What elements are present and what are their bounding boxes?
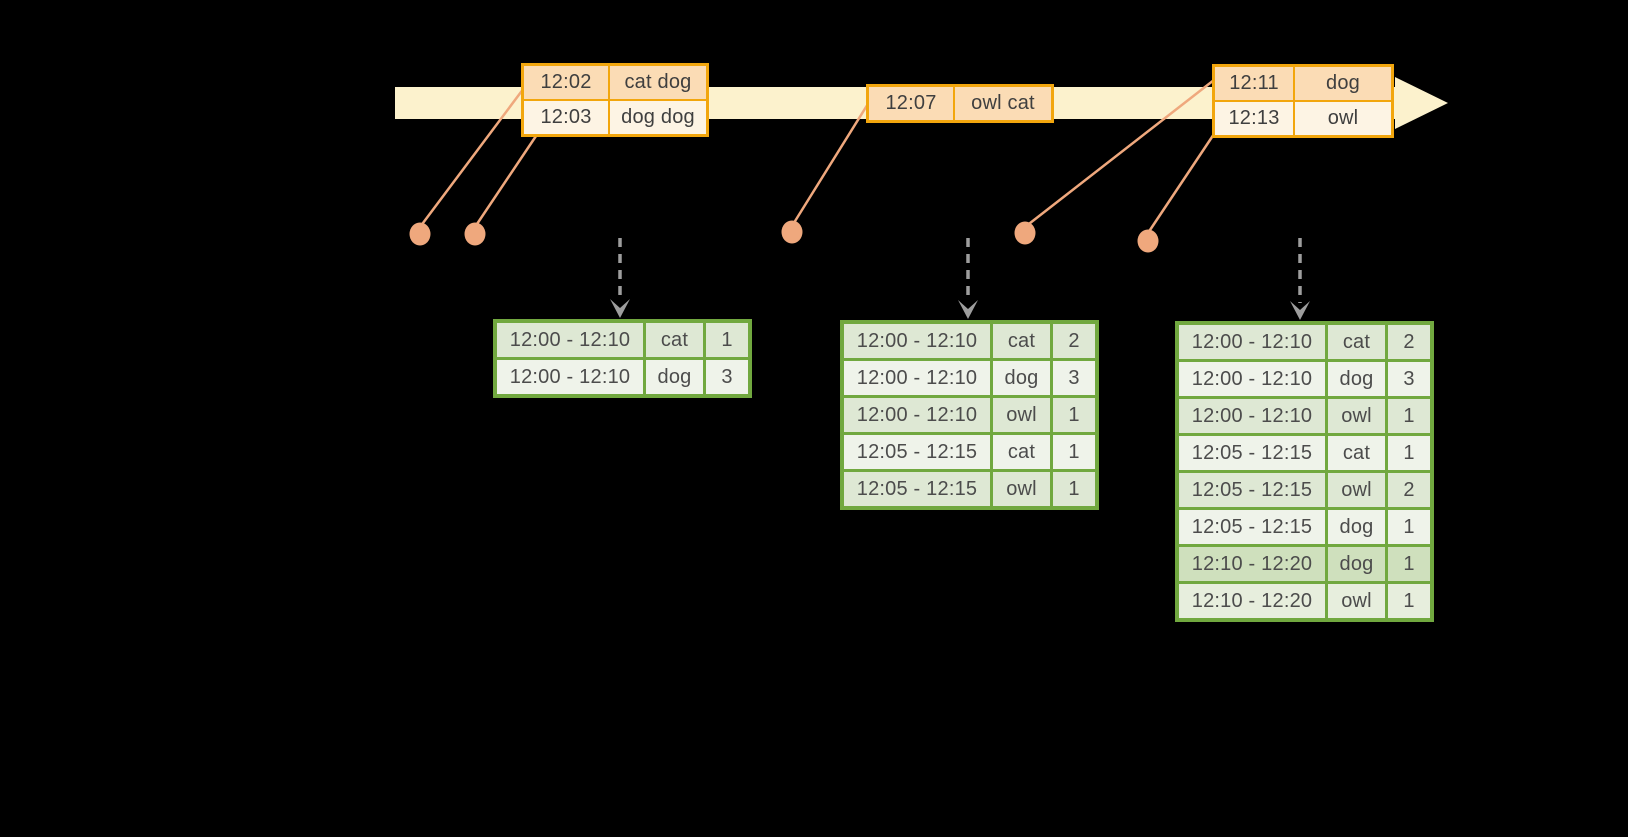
word-cell: cat bbox=[1328, 436, 1385, 470]
result-table-1: 12:00 - 12:10 cat 1 12:00 - 12:10 dog 3 bbox=[493, 319, 752, 398]
trigger-arrow-head-icon bbox=[610, 299, 630, 318]
word-cell: owl bbox=[993, 472, 1050, 506]
count-cell: 2 bbox=[1388, 325, 1430, 359]
word-cell: cat bbox=[993, 435, 1050, 469]
event-words-cell: owl bbox=[1295, 102, 1391, 135]
window-cell: 12:05 - 12:15 bbox=[1179, 510, 1325, 544]
event-dot-icon bbox=[409, 222, 431, 246]
count-cell: 1 bbox=[1388, 510, 1430, 544]
count-cell: 2 bbox=[1388, 473, 1430, 507]
window-cell: 12:00 - 12:10 bbox=[497, 323, 643, 357]
word-cell: owl bbox=[1328, 399, 1385, 433]
count-cell: 1 bbox=[1388, 399, 1430, 433]
word-cell: cat bbox=[1328, 325, 1385, 359]
window-cell: 12:00 - 12:10 bbox=[1179, 399, 1325, 433]
event-dot-icon bbox=[464, 222, 486, 246]
event-dot-icon bbox=[1137, 229, 1159, 253]
count-cell: 3 bbox=[1053, 361, 1095, 395]
input-events-table-2: 12:07 owl cat bbox=[866, 84, 1054, 123]
count-cell: 1 bbox=[1388, 436, 1430, 470]
result-table-2: 12:00 - 12:10 cat 2 12:00 - 12:10 dog 3 … bbox=[840, 320, 1099, 510]
window-cell: 12:05 - 12:15 bbox=[1179, 473, 1325, 507]
word-cell: cat bbox=[646, 323, 703, 357]
word-cell: dog bbox=[1328, 510, 1385, 544]
count-cell: 1 bbox=[1053, 435, 1095, 469]
window-cell: 12:00 - 12:10 bbox=[844, 324, 990, 358]
event-words-cell: dog dog bbox=[610, 101, 706, 134]
event-time-cell: 12:11 bbox=[1215, 67, 1293, 100]
count-cell: 1 bbox=[1053, 398, 1095, 432]
window-cell: 12:10 - 12:20 bbox=[1179, 547, 1325, 581]
event-connector-line bbox=[1023, 78, 1216, 229]
word-cell: dog bbox=[1328, 547, 1385, 581]
event-connector-line bbox=[418, 86, 526, 229]
event-dot-icon bbox=[781, 220, 803, 244]
word-cell: cat bbox=[993, 324, 1050, 358]
count-cell: 2 bbox=[1053, 324, 1095, 358]
window-cell: 12:05 - 12:15 bbox=[844, 435, 990, 469]
window-cell: 12:00 - 12:10 bbox=[844, 398, 990, 432]
window-cell: 12:10 - 12:20 bbox=[1179, 584, 1325, 618]
window-cell: 12:00 - 12:10 bbox=[1179, 325, 1325, 359]
event-connector-line bbox=[1146, 129, 1218, 235]
event-time-cell: 12:03 bbox=[524, 101, 608, 134]
window-cell: 12:05 - 12:15 bbox=[844, 472, 990, 506]
event-time-cell: 12:07 bbox=[869, 87, 953, 120]
event-time-cell: 12:13 bbox=[1215, 102, 1293, 135]
count-cell: 1 bbox=[1388, 547, 1430, 581]
event-connector-line bbox=[473, 134, 538, 229]
trigger-arrow-head-icon bbox=[1290, 301, 1310, 320]
count-cell: 1 bbox=[1053, 472, 1095, 506]
word-cell: dog bbox=[1328, 362, 1385, 396]
timeline-arrowhead-icon bbox=[1395, 77, 1448, 129]
trigger-arrow-head-icon bbox=[958, 300, 978, 319]
count-cell: 1 bbox=[706, 323, 748, 357]
count-cell: 3 bbox=[1388, 362, 1430, 396]
window-cell: 12:05 - 12:15 bbox=[1179, 436, 1325, 470]
window-cell: 12:00 - 12:10 bbox=[497, 360, 643, 394]
count-cell: 3 bbox=[706, 360, 748, 394]
event-connector-line bbox=[790, 97, 873, 228]
word-cell: owl bbox=[1328, 473, 1385, 507]
input-events-table-3: 12:11 dog 12:13 owl bbox=[1212, 64, 1394, 138]
word-cell: dog bbox=[993, 361, 1050, 395]
event-words-cell: owl cat bbox=[955, 87, 1051, 120]
result-table-3: 12:00 - 12:10 cat 2 12:00 - 12:10 dog 3 … bbox=[1175, 321, 1434, 622]
input-events-table-1: 12:02 cat dog 12:03 dog dog bbox=[521, 63, 709, 137]
window-cell: 12:00 - 12:10 bbox=[1179, 362, 1325, 396]
event-words-cell: cat dog bbox=[610, 66, 706, 99]
word-cell: dog bbox=[646, 360, 703, 394]
word-cell: owl bbox=[993, 398, 1050, 432]
event-dot-icon bbox=[1014, 221, 1036, 245]
count-cell: 1 bbox=[1388, 584, 1430, 618]
event-words-cell: dog bbox=[1295, 67, 1391, 100]
window-cell: 12:00 - 12:10 bbox=[844, 361, 990, 395]
event-time-cell: 12:02 bbox=[524, 66, 608, 99]
word-cell: owl bbox=[1328, 584, 1385, 618]
